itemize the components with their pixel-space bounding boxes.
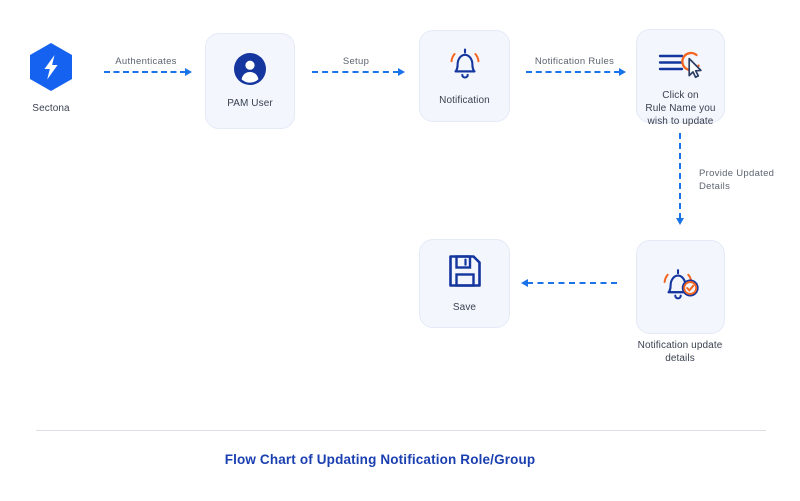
edge-setup-label: Setup — [342, 56, 370, 67]
edge-authenticates — [104, 68, 192, 76]
edge-shaft — [679, 133, 681, 219]
bell-ringing-icon — [445, 45, 485, 88]
edge-provide-updated-details — [676, 133, 684, 225]
node-save[interactable]: Save — [419, 239, 510, 328]
arrow-head-left-icon — [521, 279, 528, 287]
node-save-label: Save — [452, 302, 477, 314]
node-pam-user[interactable]: PAM User — [205, 33, 295, 129]
edge-shaft — [104, 71, 186, 73]
node-rule-name[interactable]: Click on Rule Name you wish to update — [636, 29, 725, 127]
edge-shaft — [527, 282, 617, 284]
user-avatar-icon — [233, 52, 267, 91]
node-notification[interactable]: Notification — [419, 30, 510, 122]
arrow-head-down-icon — [676, 218, 684, 225]
edge-to-save — [521, 279, 617, 287]
arrow-head-right-icon — [619, 68, 626, 76]
node-pam-user-label: PAM User — [227, 97, 273, 109]
edge-notification-rules — [526, 68, 626, 76]
node-rule-name-label: Click on Rule Name you wish to update — [645, 90, 716, 127]
edge-authenticates-label: Authenticates — [115, 56, 177, 67]
node-notification-update-label: Notification update details — [637, 340, 723, 364]
node-notification-label: Notification — [439, 94, 490, 106]
edge-notification-rules-label: Notification Rules — [534, 56, 615, 67]
edge-setup — [312, 68, 405, 76]
node-notification-update[interactable] — [636, 240, 725, 334]
sectona-hexagon-bolt-icon — [28, 42, 74, 97]
node-sectona-label: Sectona — [32, 103, 70, 114]
arrow-head-right-icon — [398, 68, 405, 76]
page-title: Flow Chart of Updating Notification Role… — [224, 452, 536, 467]
arrow-head-right-icon — [185, 68, 192, 76]
node-sectona[interactable]: Sectona — [25, 42, 77, 116]
edge-shaft — [526, 71, 620, 73]
floppy-disk-save-icon — [446, 252, 484, 295]
footer-divider — [36, 430, 766, 431]
edge-shaft — [312, 71, 399, 73]
bell-check-icon — [659, 265, 703, 310]
menu-list-cursor-icon — [657, 47, 705, 85]
edge-provide-updated-details-label: Provide Updated Details — [699, 168, 775, 192]
